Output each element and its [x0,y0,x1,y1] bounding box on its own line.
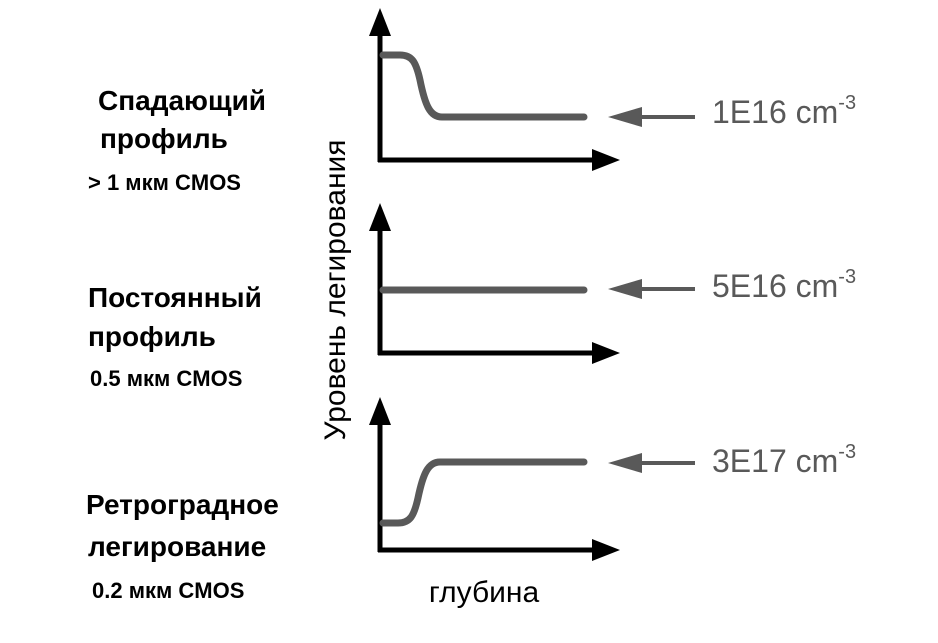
profile-3-pointer-head [608,453,642,473]
profile-1-name-line1: Спадающий [98,85,266,116]
profile-2-pointer-head [608,279,642,299]
profile-2-concentration: 5E16 cm-3 [712,266,856,304]
panel-2-x-arrowhead [592,342,620,364]
panel-3-x-arrowhead [592,539,620,561]
profile-1-name-line2: профиль [100,123,228,154]
profile-3-concentration: 3E17 cm-3 [712,441,856,479]
panel-falling: Спадающий профиль > 1 мкм CMOS 1E16 cm-3 [88,8,856,195]
profile-3-name-line2: легирование [88,531,266,562]
panel-1-x-arrowhead [592,149,620,171]
y-axis-title: Уровень легирования [319,139,352,440]
panel-2-y-arrowhead [369,203,391,231]
profile-1-tech: > 1 мкм CMOS [88,170,241,195]
profile-3-name-line1: Ретроградное [86,489,279,520]
panel-3-y-arrowhead [369,397,391,425]
profile-3-curve [379,458,588,527]
profile-2-name-line1: Постоянный [88,282,262,313]
panel-1-y-arrowhead [369,8,391,36]
panel-retrograde: Ретроградное легирование 0.2 мкм CMOS 3E… [86,397,856,603]
panel-constant: Постоянный профиль 0.5 мкм CMOS 5E16 cm-… [88,203,856,391]
profile-2-name-line2: профиль [88,321,216,352]
profile-1-concentration: 1E16 cm-3 [712,92,856,130]
x-axis-title: глубина [429,576,540,609]
profile-2-tech: 0.5 мкм CMOS [90,366,242,391]
profile-3-tech: 0.2 мкм CMOS [92,578,244,603]
profile-1-pointer-head [608,107,642,127]
profile-1-curve [379,51,588,121]
